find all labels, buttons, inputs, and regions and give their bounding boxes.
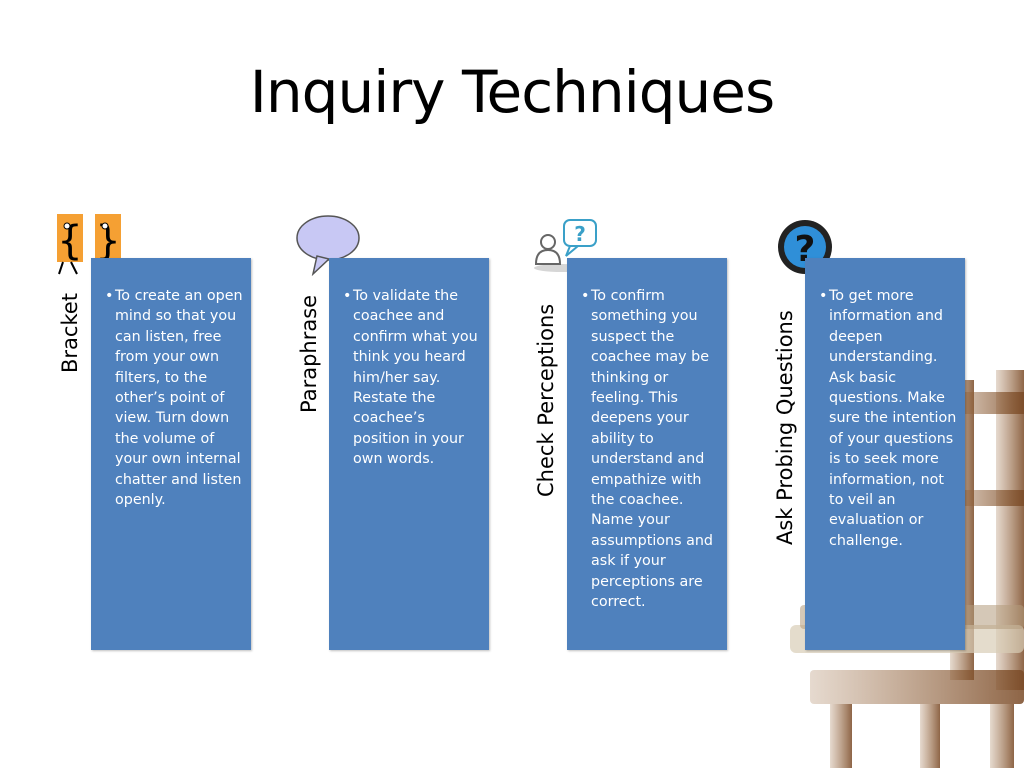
technique-description: To create an open mind so that you can l…	[105, 286, 243, 510]
question-mark-icon: ?	[778, 220, 832, 274]
technique-label-ask-probing-questions: Ask Probing Questions	[773, 310, 797, 545]
technique-card-paraphrase: To validate the coachee and confirm what…	[329, 258, 489, 650]
technique-card-ask-probing-questions: To get more information and deepen under…	[805, 258, 965, 650]
svg-text:?: ?	[574, 222, 586, 246]
technique-description: To confirm something you suspect the coa…	[581, 286, 719, 613]
technique-label-bracket: Bracket	[58, 292, 82, 373]
technique-card-check-perceptions: To confirm something you suspect the coa…	[567, 258, 727, 650]
brackets-icon: { }	[57, 214, 121, 275]
page-title: Inquiry Techniques	[249, 58, 775, 126]
technique-description: To get more information and deepen under…	[819, 286, 957, 551]
technique-label-paraphrase: Paraphrase	[297, 294, 321, 413]
technique-label-check-perceptions: Check Perceptions	[534, 303, 558, 497]
technique-card-bracket: To create an open mind so that you can l…	[91, 258, 251, 650]
speech-bubble-icon	[296, 215, 360, 276]
technique-description: To validate the coachee and confirm what…	[343, 286, 481, 470]
